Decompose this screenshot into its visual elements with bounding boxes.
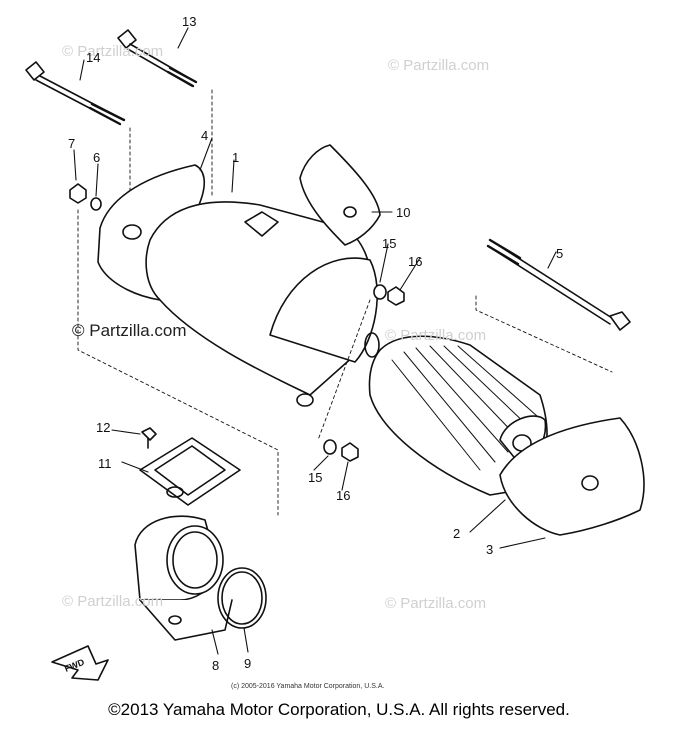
small-copyright: (c) 2005-2016 Yamaha Motor Corporation, … [231, 683, 384, 690]
muffler-bracket-4 [97, 164, 205, 301]
bracket-10 [299, 144, 381, 246]
callout-4: 4 [201, 128, 208, 143]
callout-16-upper: 16 [408, 254, 422, 269]
bolt-5 [486, 238, 631, 331]
air-cleaner-cover-3 [499, 417, 645, 536]
callout-5: 5 [556, 246, 563, 261]
callout-12: 12 [96, 420, 110, 435]
bolt-13 [117, 29, 198, 88]
washer-6 [90, 197, 102, 211]
callout-14: 14 [86, 50, 100, 65]
callout-10: 10 [396, 205, 410, 220]
footer-copyright: ©2013 Yamaha Motor Corporation, U.S.A. A… [108, 700, 570, 719]
callout-3: 3 [486, 542, 493, 557]
watermark-top-right: © Partzilla.com [388, 57, 489, 74]
callout-16-lower: 16 [336, 488, 350, 503]
leader-lines [73, 27, 557, 655]
callout-11: 11 [98, 456, 112, 471]
callout-15-lower: 15 [308, 470, 322, 485]
callout-7: 7 [68, 136, 75, 151]
o-ring-9 [217, 567, 267, 629]
callout-9: 9 [244, 656, 251, 671]
nut-16-lower [341, 442, 359, 462]
washer-15-lower [323, 439, 337, 455]
watermark-bottom-right: © Partzilla.com [385, 595, 486, 612]
intake-manifold-8 [134, 515, 233, 641]
nut-16-upper [387, 286, 405, 306]
callout-1: 1 [232, 150, 239, 165]
watermark-mid-left: © Partzilla.com [72, 321, 187, 340]
muffler-body-1 [145, 201, 380, 407]
nut-7 [69, 183, 87, 204]
callout-6: 6 [93, 150, 100, 165]
bolt-12 [141, 427, 157, 449]
callout-2: 2 [453, 526, 460, 541]
watermark-bottom-left: © Partzilla.com [62, 593, 163, 610]
callout-8: 8 [212, 658, 219, 673]
watermark-top-left: © Partzilla.com [62, 43, 163, 60]
air-filter-element-2 [368, 335, 548, 496]
gasket-11 [139, 437, 241, 506]
assembly-lines [77, 89, 613, 516]
washer-15-upper [373, 284, 387, 300]
callout-13: 13 [182, 14, 196, 29]
watermark-mid-right: © Partzilla.com [385, 327, 486, 344]
callout-15-upper: 15 [382, 236, 396, 251]
fwd-arrow-icon [51, 645, 109, 681]
bolt-14 [25, 61, 126, 126]
